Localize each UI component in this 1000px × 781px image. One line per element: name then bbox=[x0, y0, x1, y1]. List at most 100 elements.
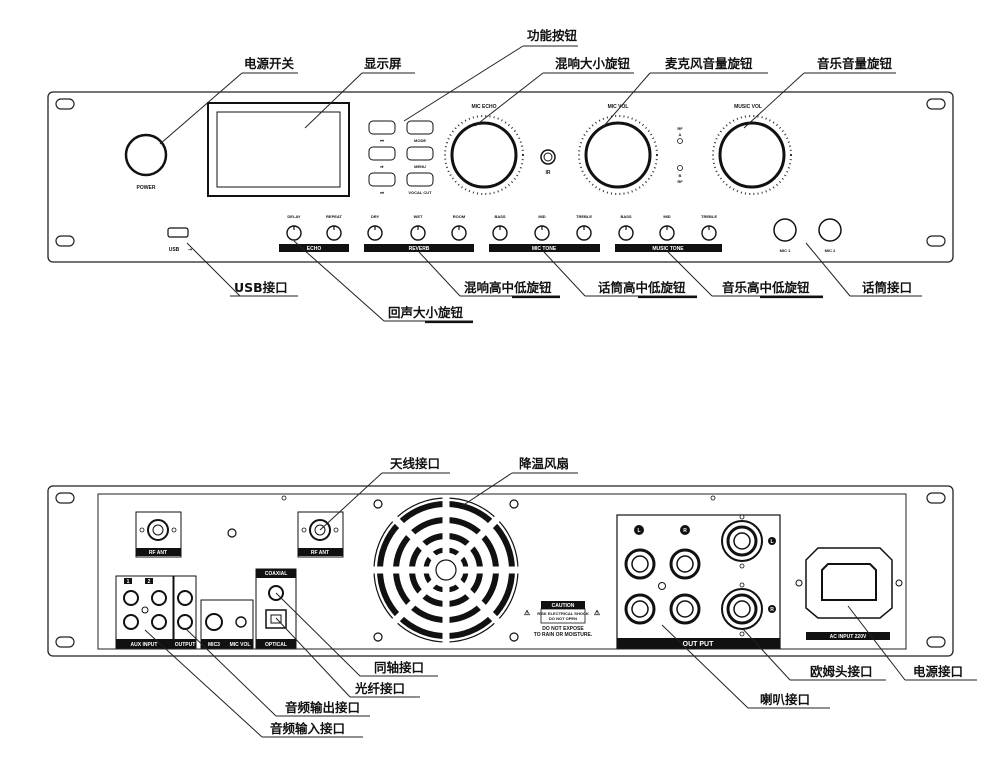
small-knob[interactable] bbox=[576, 225, 592, 241]
optical-label: OPTICAL bbox=[265, 642, 287, 648]
reverb-bar bbox=[364, 244, 474, 252]
callout-antenna: 天线接口 bbox=[390, 456, 440, 471]
rf-ant-1-label: RF ANT bbox=[149, 550, 167, 556]
caution-sub1: RISK ELECTRICAL SHOCK bbox=[537, 611, 589, 616]
knob-label: TREBLE bbox=[701, 214, 717, 219]
function-buttons: ⏮ ⏯ ⏭ MODE MENU VOCAL CUT bbox=[368, 120, 434, 195]
coaxial-label: COAXIAL bbox=[265, 571, 288, 577]
rear-leader-lines bbox=[144, 472, 977, 738]
small-knob[interactable] bbox=[534, 225, 550, 241]
echo-bar-label: ECHO bbox=[307, 246, 322, 252]
small-knob[interactable] bbox=[451, 225, 467, 241]
vocal-cut-label: VOCAL CUT bbox=[408, 190, 432, 195]
small-knob[interactable] bbox=[492, 225, 508, 241]
small-knob[interactable] bbox=[286, 225, 302, 241]
callout-reverb-tone: 混响高中低旋钮 bbox=[464, 280, 552, 295]
mic-echo-knob[interactable] bbox=[444, 115, 524, 195]
callout-power-switch: 电源开关 bbox=[244, 56, 295, 71]
audio-out-jack[interactable] bbox=[177, 614, 193, 630]
small-knob[interactable] bbox=[659, 225, 675, 241]
speaker-output-block bbox=[616, 514, 781, 649]
speakon-l-label: L bbox=[770, 539, 773, 545]
callout-mic-tone: 话筒高中低旋钮 bbox=[598, 280, 686, 295]
callout-mic-vol-knob: 麦克风音量旋钮 bbox=[665, 56, 753, 71]
knob-label: MID bbox=[538, 214, 545, 219]
reverb-bar-label: REVERB bbox=[409, 246, 430, 252]
mic-echo-label: MIC ECHO bbox=[472, 104, 497, 110]
menu-label: MENU bbox=[414, 164, 426, 169]
caution-sub2: DO NOT OPEN bbox=[549, 616, 577, 621]
mode-label: MODE bbox=[414, 138, 426, 143]
speakon-r-label: R bbox=[770, 607, 774, 613]
callout-speaker: 喇叭接口 bbox=[760, 692, 810, 707]
small-knob[interactable] bbox=[701, 225, 717, 241]
small-knob-row: DELAY REPEAT DRY WET ROOM BASS MID TREBL… bbox=[286, 214, 717, 241]
play-button[interactable] bbox=[368, 146, 396, 161]
mic1-label: MIC 1 bbox=[780, 248, 791, 253]
aux-input-block bbox=[115, 575, 174, 649]
music-vol-knob[interactable] bbox=[712, 115, 792, 195]
ac-input-label: AC INPUT 220V bbox=[830, 634, 867, 640]
power-label: POWER bbox=[137, 185, 156, 191]
power-knob[interactable] bbox=[124, 133, 168, 177]
ac-input-socket[interactable] bbox=[795, 547, 903, 640]
prev-button[interactable] bbox=[368, 120, 396, 135]
next-icon: ⏭ bbox=[380, 190, 384, 195]
mic-tone-bar bbox=[489, 244, 600, 252]
knob-label: WET bbox=[414, 214, 423, 219]
small-knob[interactable] bbox=[618, 225, 634, 241]
caution-title: CAUTION bbox=[552, 603, 575, 609]
knob-label: DELAY bbox=[287, 214, 301, 219]
front-callouts: 电源开关 显示屏 功能按钮 混响大小旋钮 麦克风音量旋钮 音乐音量旋钮 USB接… bbox=[234, 28, 912, 320]
rf-ant-1-port[interactable] bbox=[135, 511, 182, 558]
play-pause-icon: ⏯ bbox=[380, 164, 383, 169]
rf-b-led bbox=[677, 165, 683, 171]
mic3-block bbox=[200, 599, 254, 649]
ir-label: IR bbox=[546, 170, 551, 176]
music-tone-bar-label: MUSIC TONE bbox=[652, 246, 684, 252]
aux-jack[interactable] bbox=[151, 614, 167, 630]
mic-vol-knob[interactable] bbox=[578, 115, 658, 195]
rf-b-label: RF bbox=[677, 179, 683, 184]
warning-icon: ⚠ bbox=[524, 609, 531, 617]
out-l-label: L bbox=[637, 528, 640, 534]
small-knob[interactable] bbox=[326, 225, 342, 241]
front-leader-lines bbox=[159, 45, 922, 324]
small-knob[interactable] bbox=[367, 225, 383, 241]
aux-input-label: AUX INPUT bbox=[131, 642, 158, 648]
mic3-jack[interactable] bbox=[205, 613, 223, 631]
audio-output-block bbox=[173, 575, 197, 649]
mic1-jack[interactable] bbox=[773, 218, 797, 242]
knob-label: DRY bbox=[371, 214, 380, 219]
knob-label: ROOM bbox=[453, 214, 466, 219]
callout-echo-knob: 混响大小旋钮 bbox=[555, 56, 631, 71]
aux-jack[interactable] bbox=[123, 614, 139, 630]
knob-label: MID bbox=[663, 214, 670, 219]
next-button[interactable] bbox=[368, 172, 396, 187]
usb-icon: ⇢ bbox=[188, 247, 193, 253]
aux-jack[interactable] bbox=[151, 590, 167, 606]
callout-coaxial: 同轴接口 bbox=[374, 660, 424, 675]
usb-port[interactable] bbox=[167, 227, 189, 238]
rf-a-led bbox=[677, 138, 683, 144]
mode-button[interactable] bbox=[406, 120, 434, 135]
knob-label: REPEAT bbox=[326, 214, 342, 219]
callout-audio-in: 音频输入接口 bbox=[270, 721, 345, 736]
vocal-cut-button[interactable] bbox=[406, 172, 434, 187]
warning-icon: ⚠ bbox=[594, 609, 601, 617]
audio-out-jack[interactable] bbox=[177, 590, 193, 606]
callout-function-buttons: 功能按钮 bbox=[527, 28, 578, 43]
coax-optical-block bbox=[255, 568, 297, 649]
cooling-fan bbox=[373, 497, 519, 643]
prev-icon: ⏮ bbox=[380, 138, 384, 143]
mic2-jack[interactable] bbox=[818, 218, 842, 242]
output-small-label: OUTPUT bbox=[175, 642, 196, 648]
menu-button[interactable] bbox=[406, 146, 434, 161]
aux-jack[interactable] bbox=[123, 590, 139, 606]
small-knob[interactable] bbox=[410, 225, 426, 241]
mic3-label: MIC3 bbox=[208, 642, 220, 648]
mic3-vol-knob[interactable] bbox=[235, 616, 247, 628]
callout-power: 电源接口 bbox=[913, 664, 963, 679]
rf-ant-2-port[interactable] bbox=[297, 511, 344, 558]
out-put-label: OUT PUT bbox=[683, 641, 714, 648]
